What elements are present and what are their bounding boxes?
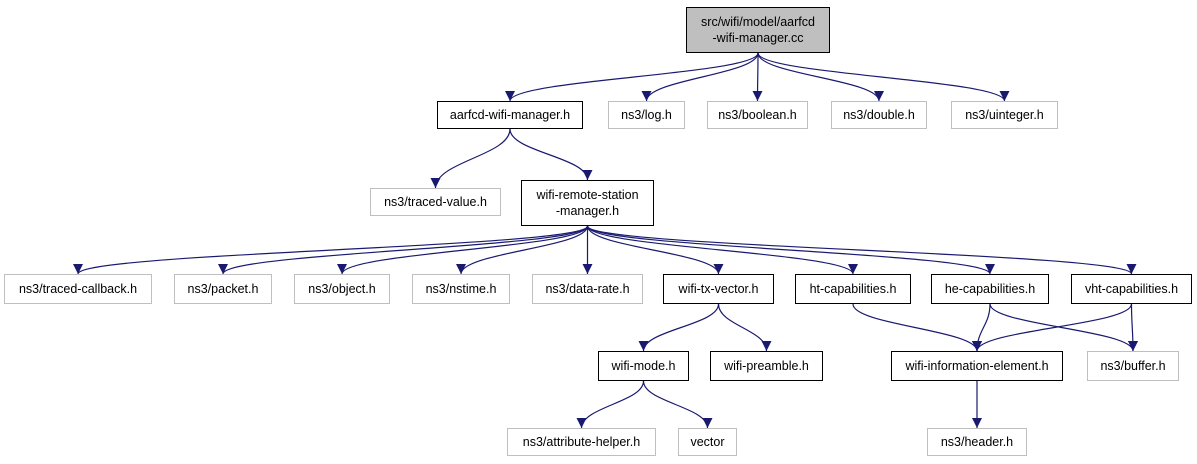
node-aarfcd-wifi-manager-cc: src/wifi/model/aarfcd -wifi-manager.cc (686, 7, 830, 53)
node-ns3-boolean-h: ns3/boolean.h (707, 101, 808, 129)
node-ns3-log-h: ns3/log.h (608, 101, 685, 129)
edge-wifi_mode_h-to-vector (642, 380, 713, 429)
node-vector: vector (678, 428, 737, 456)
edge-wrsm_h-to-ht_cap_h (586, 225, 858, 275)
node-ns3-nstime-h: ns3/nstime.h (412, 274, 510, 304)
node-ht-capabilities-h[interactable]: ht-capabilities.h (795, 274, 911, 304)
node-he-capabilities-h[interactable]: he-capabilities.h (931, 274, 1049, 304)
edge-aarfcd_h-to-wrsm_h (509, 128, 593, 181)
edge-root-to-double_h (757, 52, 884, 102)
node-ns3-header-h: ns3/header.h (927, 428, 1027, 456)
edge-wrsm_h-to-nstime_h (456, 225, 589, 275)
edge-wrsm_h-to-packet_h (218, 225, 589, 275)
node-ns3-double-h: ns3/double.h (831, 101, 927, 129)
edge-wrsm_h-to-he_cap_h (586, 225, 995, 275)
edge-vht_cap_h-to-buffer_h (1127, 303, 1138, 352)
node-wifi-remote-station-manager-h[interactable]: wifi-remote-station -manager.h (521, 180, 654, 226)
node-ns3-data-rate-h: ns3/data-rate.h (532, 274, 643, 304)
edge-wrsm_h-to-wifi_tx_vector_h (586, 225, 724, 275)
node-vht-capabilities-h[interactable]: vht-capabilities.h (1071, 274, 1192, 304)
node-wifi-mode-h[interactable]: wifi-mode.h (598, 351, 689, 381)
edge-wrsm_h-to-object_h (337, 225, 589, 275)
edge-wrsm_h-to-vht_cap_h (586, 225, 1137, 275)
edge-root-to-boolean_h (752, 52, 763, 102)
node-ns3-buffer-h: ns3/buffer.h (1087, 351, 1179, 381)
node-ns3-uinteger-h: ns3/uinteger.h (951, 101, 1058, 129)
node-wifi-preamble-h[interactable]: wifi-preamble.h (710, 351, 823, 381)
node-ns3-attribute-helper-h: ns3/attribute-helper.h (507, 428, 656, 456)
node-ns3-packet-h: ns3/packet.h (174, 274, 272, 304)
edge-root-to-log_h (641, 52, 759, 102)
node-ns3-traced-callback-h: ns3/traced-callback.h (4, 274, 152, 304)
edge-aarfcd_h-to-traced_value_h (430, 128, 511, 189)
edge-wifi_tx_vector_h-to-wifi_mode_h (638, 303, 720, 352)
edge-he_cap_h-to-buffer_h (989, 303, 1138, 352)
node-aarfcd-wifi-manager-h[interactable]: aarfcd-wifi-manager.h (437, 101, 583, 129)
node-ns3-object-h: ns3/object.h (294, 274, 390, 304)
node-wifi-tx-vector-h[interactable]: wifi-tx-vector.h (663, 274, 774, 304)
node-ns3-traced-value-h: ns3/traced-value.h (370, 188, 501, 216)
edge-wrsm_h-to-traced_callback_h (73, 225, 589, 275)
edge-vht_cap_h-to-wifi_ie_h (972, 303, 1133, 352)
edge-root-to-uinteger_h (757, 52, 1010, 102)
edge-ht_cap_h-to-wifi_ie_h (852, 303, 982, 352)
edge-wifi_tx_vector_h-to-wifi_preamble_h (717, 303, 772, 352)
edge-root-to-aarfcd_h (505, 52, 759, 102)
dependency-edges (73, 52, 1138, 429)
edge-wifi_mode_h-to-attribute_helper_h (576, 380, 645, 429)
node-wifi-information-element-h[interactable]: wifi-information-element.h (891, 351, 1063, 381)
